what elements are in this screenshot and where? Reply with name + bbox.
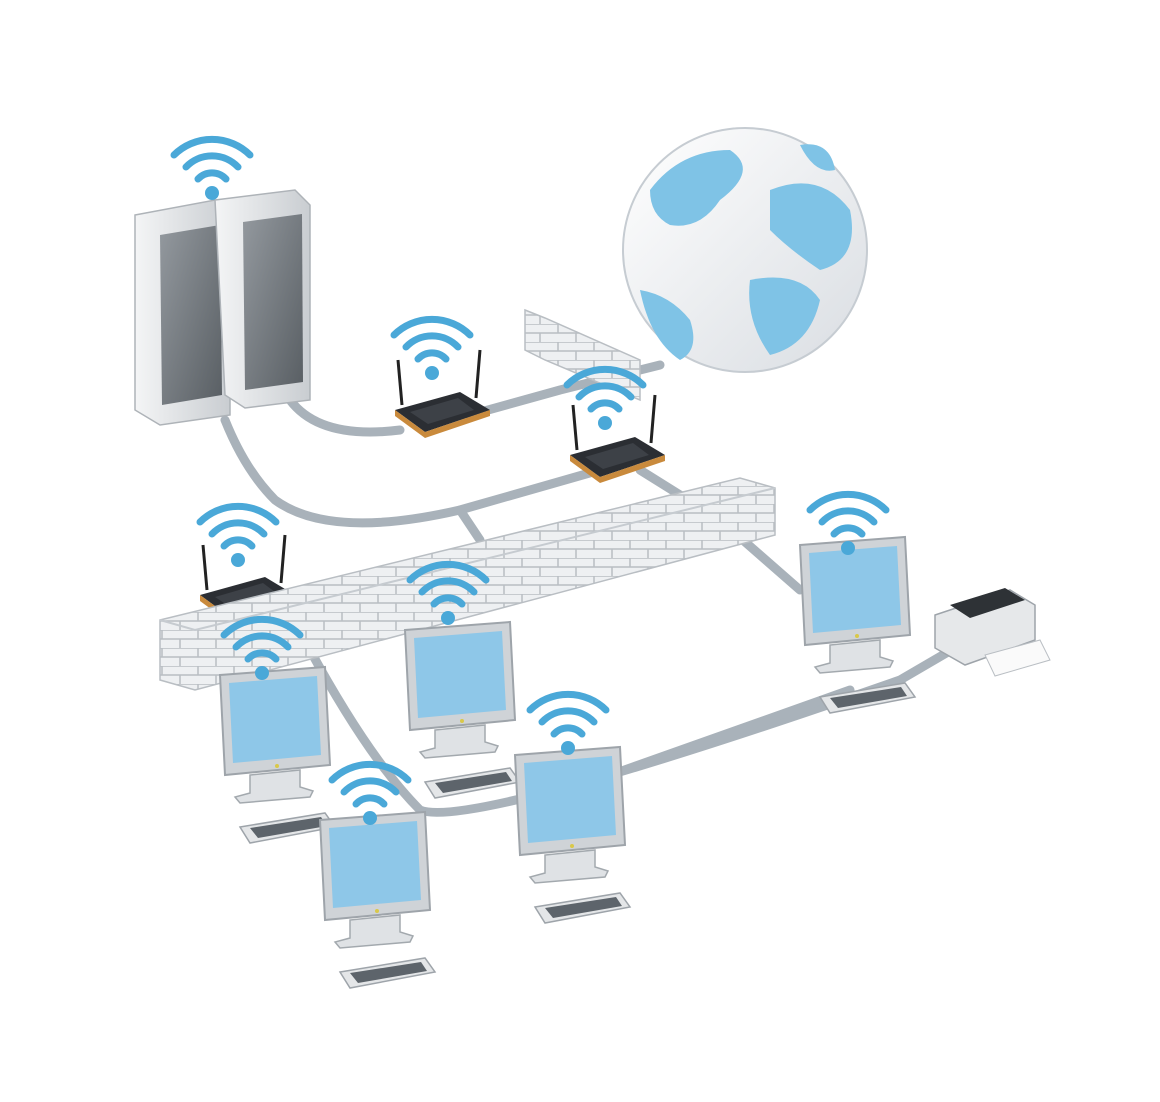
server-icon: [214, 189, 311, 409]
computer-icon: [514, 694, 631, 924]
server-racks: [134, 139, 311, 426]
wifi-icon: [200, 506, 276, 567]
computer-icon: [319, 764, 436, 989]
wifi-icon: [394, 319, 470, 380]
wifi-icon: [530, 694, 606, 755]
printer-icon: [934, 588, 1051, 677]
wifi-icon: [174, 139, 250, 200]
router-icon: [394, 319, 492, 440]
globe-icon: [622, 127, 868, 373]
server-icon: [134, 199, 231, 426]
brick-wall-icon: [524, 308, 641, 402]
